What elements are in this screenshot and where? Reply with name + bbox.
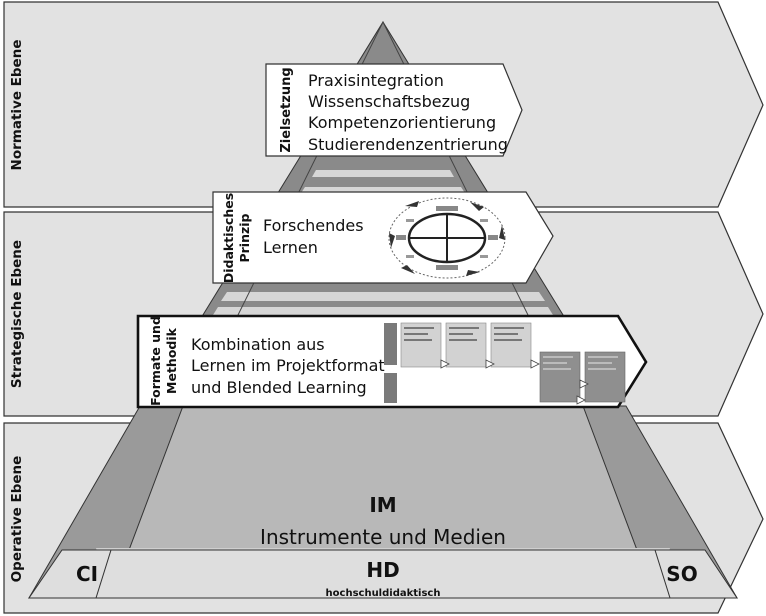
formats-text-line1: Kombination aus: [191, 335, 325, 354]
hd-abbreviation: HD: [366, 558, 399, 582]
so-divider: [654, 549, 671, 599]
normative-level-label: Normative Ebene: [9, 40, 25, 171]
goal-item: Wissenschaftsbezug: [308, 92, 470, 111]
goal-item: Studierendenzentrierung: [308, 135, 508, 154]
goal-item: Kompetenzorientierung: [308, 113, 496, 132]
strategic-level-label: Strategische Ebene: [9, 240, 25, 388]
so-label: SO: [666, 562, 697, 586]
principle-text-line2: Lernen: [263, 238, 318, 257]
process-mini-diagram: [384, 322, 626, 405]
formats-heading-line2: Methodik: [164, 327, 179, 394]
hd-slab: [28, 549, 738, 599]
formats-text-line3: und Blended Learning: [191, 378, 367, 397]
research-cycle-diagram: [388, 197, 506, 279]
goal-item: Praxisintegration: [308, 71, 444, 90]
ci-label: CI: [76, 562, 98, 586]
formats-heading-line1: Formate und: [148, 316, 163, 406]
ci-divider: [95, 549, 112, 599]
goals-box: [265, 63, 523, 157]
goals-heading: Zielsetzung: [279, 67, 294, 152]
principle-heading-line1: Didaktisches: [221, 193, 236, 283]
hd-label: hochschuldidaktisch: [326, 588, 441, 599]
principle-box: [212, 191, 554, 284]
formats-text-line2: Lernen im Projektformat: [191, 356, 385, 375]
principle-text-line1: Forschendes: [263, 216, 364, 235]
im-label: Instrumente und Medien: [260, 525, 506, 549]
principle-heading-line2: Prinzip: [237, 213, 252, 262]
im-abbreviation: IM: [369, 493, 396, 517]
operative-level-label: Operative Ebene: [9, 456, 25, 583]
